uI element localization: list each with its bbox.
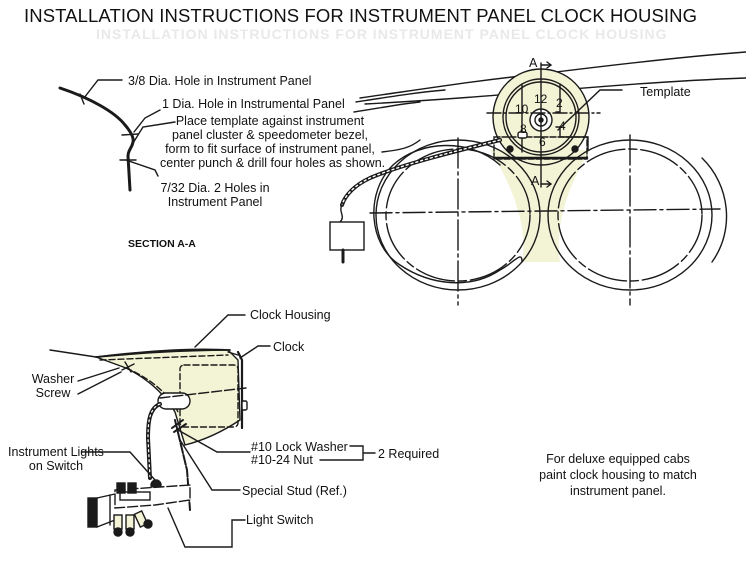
arrow-a-bottom — [540, 180, 553, 188]
label-hole-1: 1 Dia. Hole in Instrumental Panel — [162, 97, 345, 111]
section-marker-top: A — [529, 56, 538, 70]
leader-stud — [179, 439, 241, 491]
light-socket — [329, 221, 365, 251]
instruction-line: panel cluster & speedometer bezel, — [172, 128, 368, 142]
clock-lamp — [157, 392, 191, 410]
clock-number-4: 4 — [559, 119, 566, 133]
leader-template — [129, 121, 176, 149]
arrow-a-top — [540, 61, 553, 69]
leader-clock — [239, 345, 271, 359]
clock-number-8: 8 — [520, 122, 527, 136]
label-clock-housing: Clock Housing — [250, 308, 331, 322]
front-view-drawing — [329, 51, 746, 306]
page-title: INSTALLATION INSTRUCTIONS FOR INSTRUMENT… — [24, 5, 698, 26]
label-nut: #10-24 Nut — [251, 453, 313, 467]
leader-light-switch — [167, 507, 246, 548]
tick-3-8 — [79, 93, 85, 105]
section-heading: SECTION A-A — [128, 238, 196, 250]
instruction-line: center punch & drill four holes as shown… — [160, 156, 386, 170]
clock-number-2: 2 — [556, 96, 563, 110]
leader-lights — [81, 451, 156, 481]
leader-7-32 — [125, 159, 159, 177]
label-clock: Clock — [273, 340, 305, 354]
label-2-required: 2 Required — [378, 447, 440, 461]
assembly-drawing — [49, 314, 376, 548]
note-line: instrument panel. — [570, 484, 666, 498]
tick-1 — [121, 133, 139, 136]
section-marker-bottom: A — [531, 174, 540, 188]
leader-lockwasher — [177, 429, 251, 453]
clock-number-12: 12 — [534, 92, 548, 106]
leader-clock-housing — [194, 314, 246, 348]
label-light-switch: Light Switch — [246, 513, 314, 527]
clock-number-10: 10 — [515, 102, 529, 116]
clock-knob — [241, 400, 248, 411]
label-template: Template — [640, 85, 691, 99]
instrument-lights-line: Instrument Lights — [8, 445, 104, 459]
holes-7-32-line: Instrument Panel — [167, 195, 263, 209]
lamp-wire — [145, 402, 162, 480]
label-screw: Screw — [35, 386, 71, 400]
label-special-stud: Special Stud (Ref.) — [242, 484, 347, 498]
label-hole-3-8: 3/8 Dia. Hole in Instrument Panel — [128, 74, 312, 88]
bracket-required — [319, 445, 376, 461]
faded-title-bleedthrough: INSTALLATION INSTRUCTIONS FOR INSTRUMENT… — [96, 26, 668, 42]
label-washer: Washer — [31, 372, 75, 386]
note-line: For deluxe equipped cabs — [546, 452, 690, 466]
instrument-lights-line: on Switch — [28, 459, 84, 473]
paint-note: For deluxe equipped cabs paint clock hou… — [508, 451, 728, 499]
leader-3-8 — [83, 79, 123, 99]
label-holes-7-32: 7/32 Dia. 2 Holes in Instrument Panel — [150, 181, 280, 209]
label-lock-washer: #10 Lock Washer — [251, 440, 348, 454]
label-instrument-lights: Instrument Lights on Switch — [4, 445, 108, 473]
leader-screw — [77, 371, 122, 395]
clock-number-6: 6 — [539, 135, 546, 149]
instruction-text: Place template against instrument panel … — [160, 114, 386, 170]
gauge-centerline-h — [369, 208, 721, 214]
leader-template-front — [557, 89, 623, 131]
instruction-line: form to fit surface of instrument panel, — [165, 142, 375, 156]
leader-1 — [133, 109, 161, 133]
panel-profile — [58, 86, 135, 192]
leader-washer — [77, 367, 120, 382]
note-line: paint clock housing to match — [539, 468, 697, 482]
section-a-a-drawing — [58, 79, 176, 192]
holes-7-32-line: 7/32 Dia. 2 Holes in — [160, 181, 270, 195]
instruction-line: Place template against instrument — [175, 114, 365, 128]
